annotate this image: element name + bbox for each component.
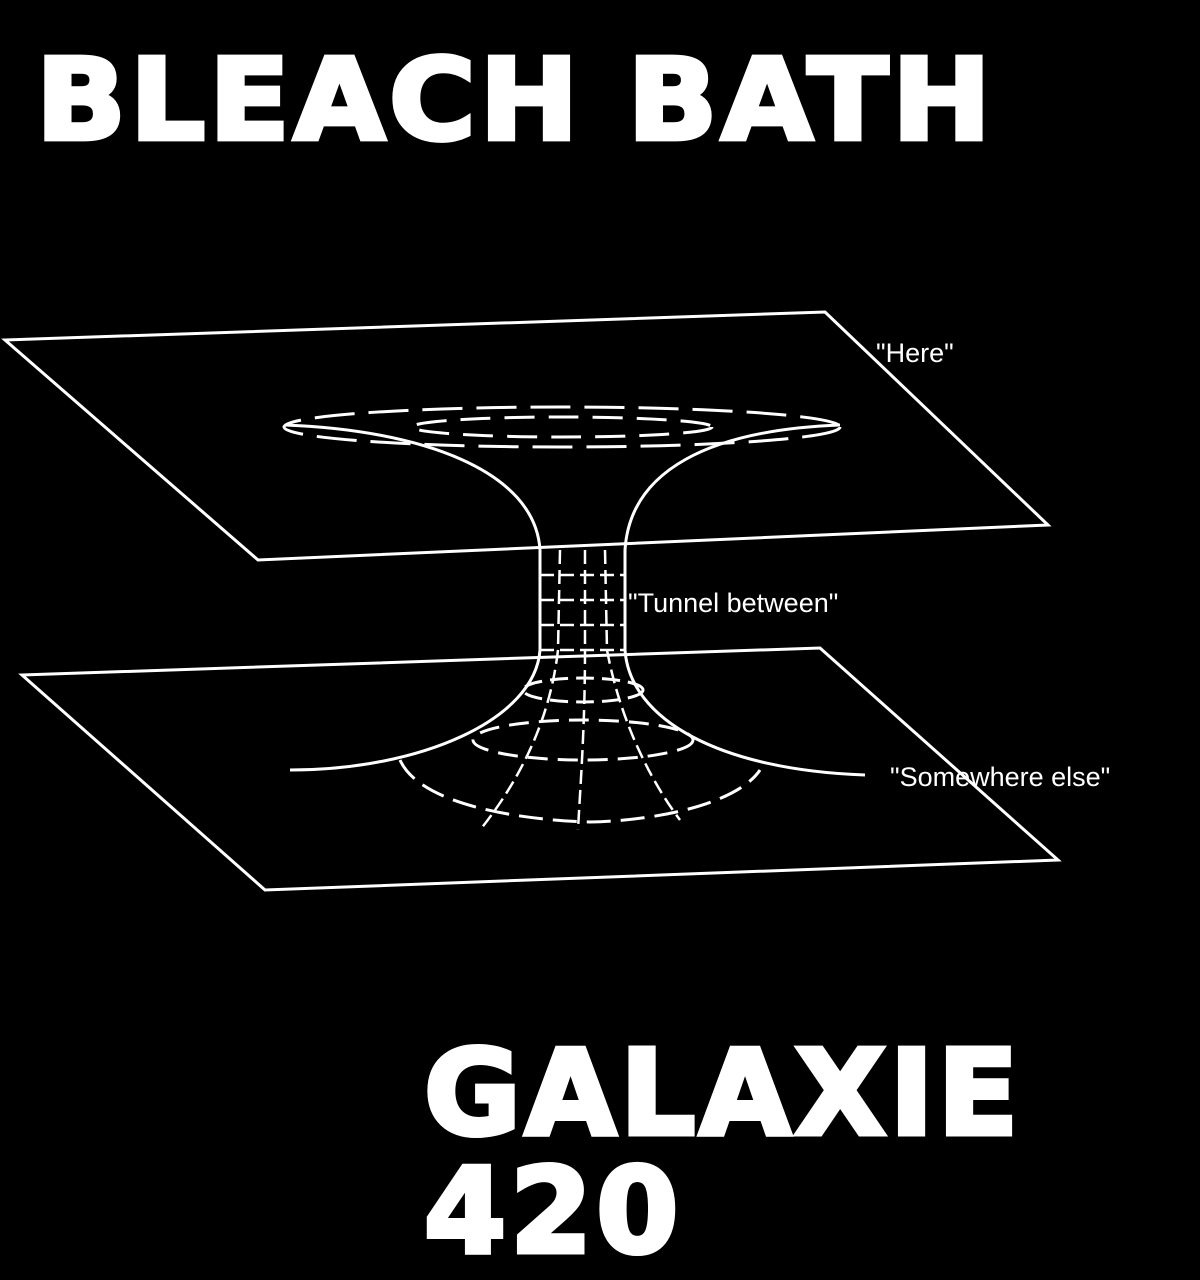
label-here: "Here" xyxy=(876,338,954,368)
top-rim-ellipse xyxy=(282,405,842,449)
wormhole-diagram xyxy=(1,310,1062,892)
lower-plane xyxy=(18,646,1062,892)
upper-plane xyxy=(1,310,1052,562)
top-inner-ellipse xyxy=(410,415,714,439)
lower-ring-3 xyxy=(398,759,762,824)
lower-ring-1 xyxy=(521,676,645,704)
label-somewhere-else: "Somewhere else" xyxy=(890,762,1111,792)
throat-grid xyxy=(479,549,682,831)
lower-ring-2 xyxy=(471,718,695,762)
label-tunnel-between: "Tunnel between" xyxy=(628,588,839,618)
funnel-left xyxy=(284,423,542,772)
album-title: GALAXIE 420 xyxy=(422,1024,1023,1280)
band-name: BLEACH BATH xyxy=(34,34,995,166)
